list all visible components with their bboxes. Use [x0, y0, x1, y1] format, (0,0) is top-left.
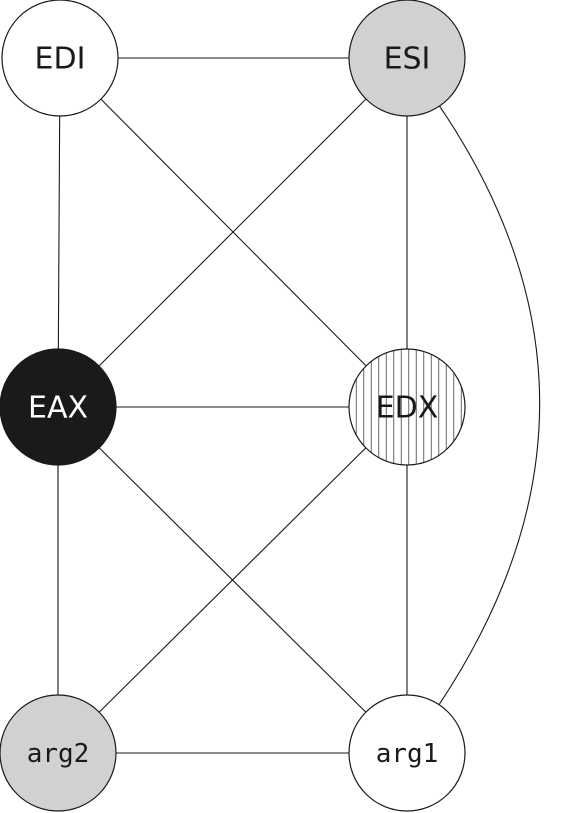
- node-arg1-label: arg1: [376, 739, 439, 769]
- node-eax-label: EAX: [28, 391, 88, 426]
- node-edi: EDI: [1, 0, 119, 117]
- node-eax-circle: [0, 348, 117, 466]
- edge-edx-arg2: [98, 447, 367, 713]
- node-eax: EAX: [0, 348, 117, 466]
- node-arg2-label: arg2: [27, 739, 90, 769]
- node-edx: EDX: [348, 348, 466, 466]
- node-arg1: arg1: [348, 694, 466, 812]
- edge-esi-eax: [98, 98, 367, 367]
- edge-edi-edx: [100, 98, 367, 367]
- edge-edi-eax: [57, 115, 61, 350]
- node-arg1-circle: [348, 694, 466, 812]
- node-edi-label: EDI: [35, 42, 86, 77]
- edges-layer: [57, 57, 541, 754]
- node-edi-circle: [1, 0, 119, 117]
- node-arg2-circle: [0, 694, 117, 812]
- node-edx-label: EDX: [376, 391, 439, 426]
- node-esi: ESI: [348, 0, 466, 117]
- node-esi-circle: [348, 0, 466, 117]
- nodes-layer: EDI ESI EAX EDX arg2 arg1: [0, 0, 466, 812]
- node-arg2: arg2: [0, 694, 117, 812]
- node-edx-circle: [348, 348, 466, 466]
- node-esi-label: ESI: [384, 42, 431, 77]
- edge-esi-arg1: [438, 105, 541, 705]
